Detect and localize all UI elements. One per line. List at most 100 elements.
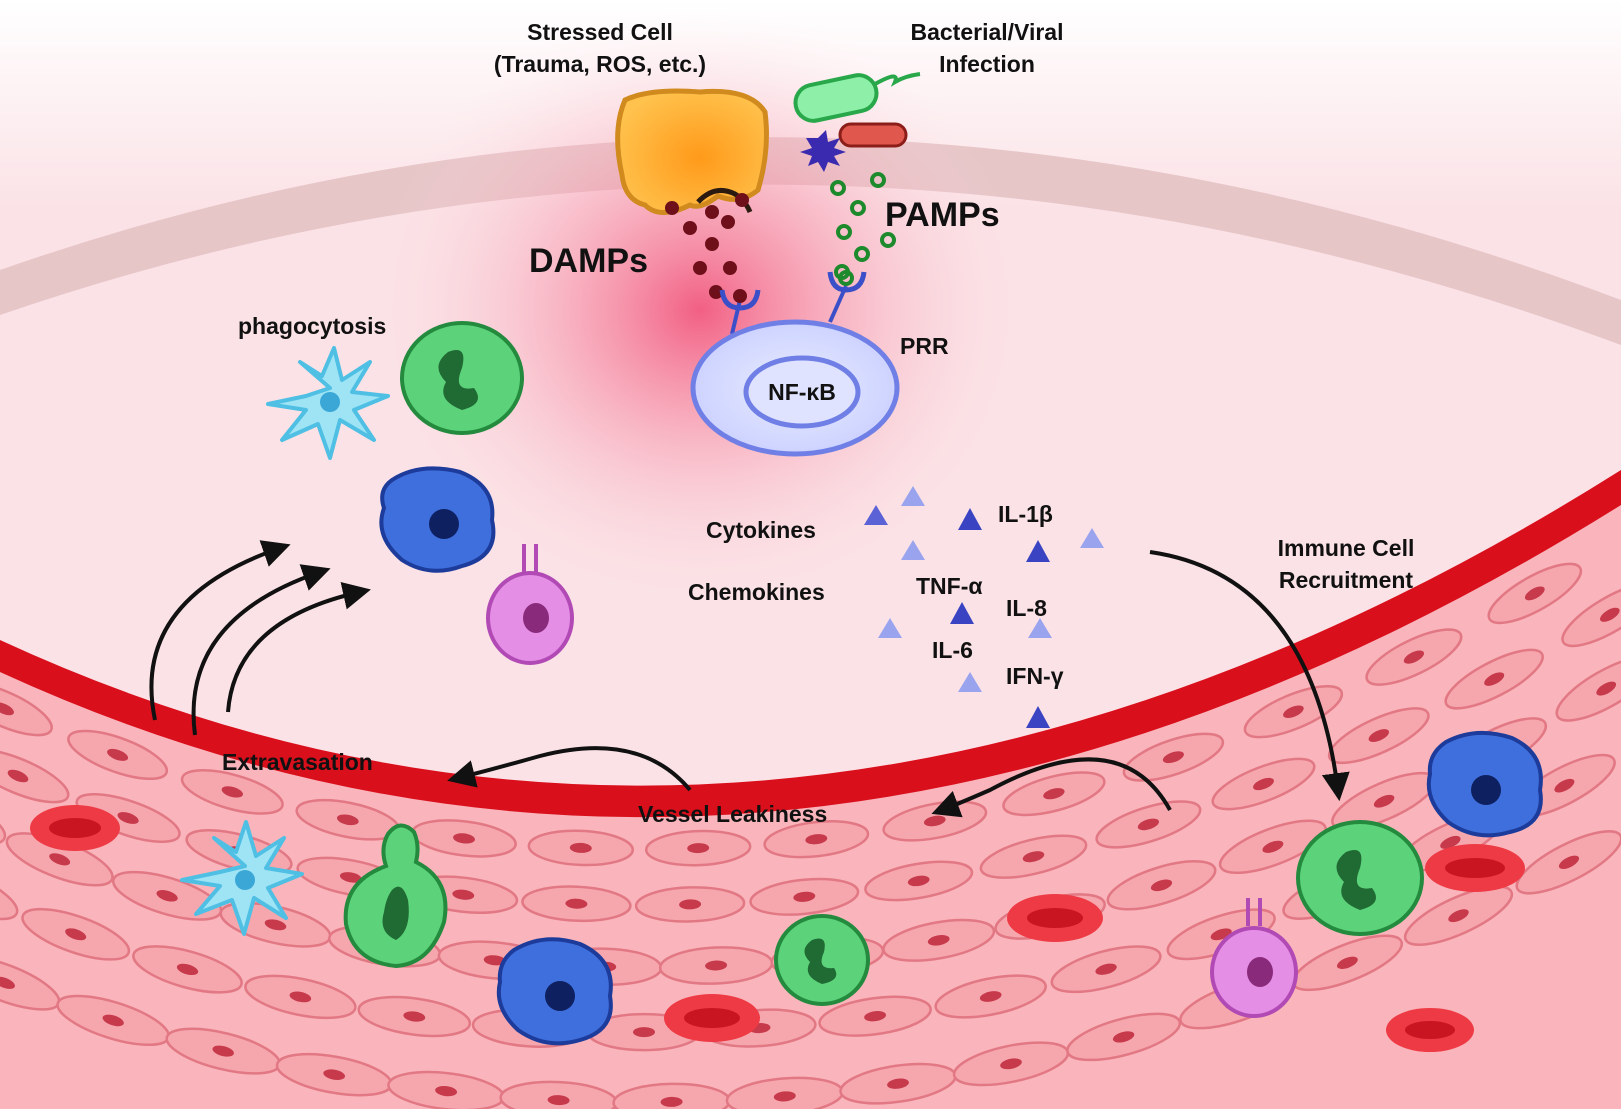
endothelial-cell	[0, 748, 70, 804]
endothelial-cell	[1095, 800, 1202, 849]
label-il8: IL-8	[1006, 595, 1047, 621]
endothelial-cell	[1002, 771, 1106, 817]
endothelial-cell	[0, 786, 7, 845]
bound-damp	[733, 289, 747, 303]
label-damps: DAMPs	[529, 242, 648, 280]
pamp-particles	[830, 172, 896, 280]
endothelial-cell	[1050, 945, 1162, 994]
endothelial-cell	[1365, 628, 1463, 686]
label-nfkb: NF-κB	[768, 379, 836, 405]
endothelial-cell	[132, 945, 243, 994]
endothelial-cell	[749, 877, 860, 916]
label-stressed-cell-1: Stressed Cell	[527, 19, 673, 45]
label-infection-1: Bacterial/Viral	[910, 19, 1063, 45]
neutrophil-vessel-right	[1296, 820, 1424, 936]
endothelial-cell	[839, 1062, 957, 1105]
monocyte-tissue	[379, 466, 496, 573]
endothelial-cell	[818, 995, 932, 1037]
labels: Stressed Cell (Trauma, ROS, etc.) Bacter…	[222, 19, 1414, 827]
extravasation-arrow-1	[149, 540, 291, 721]
label-chemokines: Chemokines	[688, 579, 825, 605]
label-il6: IL-6	[932, 637, 973, 663]
red-blood-cells	[30, 805, 1525, 1052]
endothelial-cell	[979, 834, 1088, 879]
inflammation-glow	[370, 10, 1030, 610]
dendritic-cell-vessel	[180, 820, 304, 936]
endothelial-cell	[1106, 860, 1217, 911]
endothelial-cell	[882, 918, 996, 962]
endothelial-cell	[244, 974, 357, 1020]
label-phagocytosis: phagocytosis	[238, 313, 386, 339]
leakiness-arrow	[931, 757, 1172, 818]
endothelial-cell	[1487, 562, 1583, 625]
endothelial-cell	[1211, 757, 1316, 811]
extravasation-from-leakiness-arrow	[447, 746, 692, 792]
endothelial-cell	[387, 1070, 506, 1109]
endothelial-cell	[934, 974, 1047, 1019]
extravasation-arrow-2	[191, 564, 331, 736]
endothelial-cell	[644, 829, 752, 867]
endothelial-cell	[1561, 582, 1621, 648]
endothelial-cell	[864, 860, 974, 902]
label-il1b: IL-1β	[998, 501, 1053, 527]
endothelial-cell	[75, 792, 181, 844]
immune-recruitment-arrow	[1149, 550, 1350, 802]
bacterium-green	[793, 72, 921, 123]
receptor-left	[719, 289, 761, 311]
prr-cell	[690, 270, 900, 457]
endothelial-cell	[521, 885, 632, 923]
damp-particles	[665, 193, 749, 299]
neutrophil-extravasating	[343, 823, 448, 969]
endothelial-cell	[634, 886, 746, 923]
endothelial-cell	[1122, 732, 1225, 782]
endothelial-cell	[1403, 885, 1514, 946]
endothelial-cell	[67, 729, 169, 781]
endothelial-cell	[0, 862, 19, 921]
nfkb-nucleus	[743, 355, 861, 429]
label-vessel-leakiness: Vessel Leakiness	[638, 801, 827, 827]
virus-particle	[800, 130, 846, 172]
red-blood-cell	[30, 805, 120, 851]
endothelial-cell	[112, 870, 223, 921]
label-immune-recruitment-2: Recruitment	[1279, 567, 1414, 593]
red-blood-cell	[664, 994, 760, 1042]
arrows	[149, 540, 1350, 818]
label-immune-recruitment-1: Immune Cell	[1278, 535, 1415, 561]
lymphocyte-vessel	[1210, 898, 1298, 1018]
label-stressed-cell-2: (Trauma, ROS, etc.)	[494, 51, 706, 77]
neutrophil-tissue	[400, 321, 524, 435]
label-infection-2: Infection	[939, 51, 1035, 77]
endothelial-cell	[275, 1052, 393, 1097]
endothelial-cell	[1555, 655, 1621, 722]
label-tnfa: TNF-α	[916, 573, 983, 599]
label-pamps: PAMPs	[885, 196, 1000, 234]
neutrophil-vessel-middle	[774, 914, 870, 1006]
extravasation-arrow-3	[226, 582, 371, 713]
red-blood-cell	[1007, 894, 1103, 942]
monocyte-vessel-left	[496, 937, 613, 1046]
endothelial-cell	[1218, 819, 1327, 875]
bound-pamp	[838, 270, 854, 286]
endothelial-cell	[1444, 648, 1544, 710]
endothelial-cell	[21, 907, 131, 961]
endothelial-cell	[180, 769, 284, 815]
red-blood-cell	[1386, 1008, 1474, 1052]
label-prr: PRR	[900, 333, 949, 359]
label-cytokines: Cytokines	[706, 517, 816, 543]
endothelial-cell	[357, 995, 472, 1038]
red-blood-cell	[1425, 844, 1525, 892]
lymphocyte-tissue	[486, 544, 574, 665]
endothelial-cell	[527, 829, 635, 867]
endothelial-cell	[295, 798, 401, 841]
monocyte-vessel-right	[1426, 730, 1543, 838]
endothelial-cell	[0, 681, 53, 737]
stressed-cell	[615, 88, 769, 215]
label-extravasation: Extravasation	[222, 749, 373, 775]
endothelial-cell	[1327, 707, 1430, 765]
bacterium-red	[838, 122, 908, 148]
endothelial-cell	[56, 994, 171, 1047]
endothelial-cell	[763, 820, 870, 859]
receptor-right	[827, 271, 867, 293]
